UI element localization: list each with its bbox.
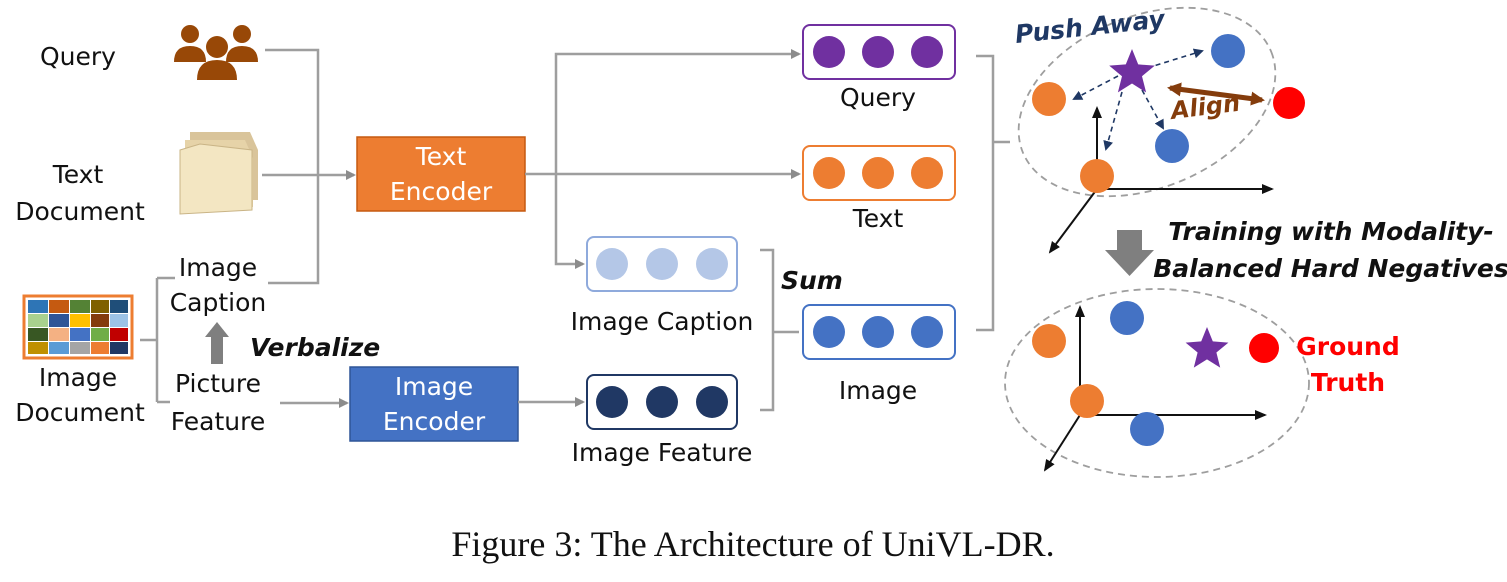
picture-feature-input-line2: Feature [171,407,265,436]
text-embedding-label: Text [852,204,904,233]
verbalize-label: Verbalize [250,333,380,362]
image-caption-embedding [586,236,738,292]
ground-truth-label-line1: Ground [1296,332,1400,361]
sum-bracket [760,248,799,412]
hard-negative-cluster-top [1017,6,1277,198]
image-document-label-line2: Document [15,398,145,427]
embedding-space-after-training [1004,288,1310,478]
query-embedding-label: Query [840,83,916,112]
image-encoder-label-line1: Image [395,372,473,401]
folder-icon [179,132,258,215]
push-arrow-to-mid-blue [1141,89,1164,130]
top-orange-point-bottom [1080,159,1114,193]
ground-truth-label-line2: Truth [1311,368,1385,397]
query-input-label: Query [40,42,116,71]
query-to-encoder-line [265,48,320,175]
photo-collage-icon [22,294,134,360]
embedding-space-before-training [1017,6,1305,254]
image-feature-embedding [586,374,738,430]
figure-caption: Figure 3: The Architecture of UniVL-DR. [451,524,1054,564]
training-down-arrow [1105,230,1154,276]
picture-feature-input-line1: Picture [175,369,261,398]
bottom-blue-point-lower [1130,412,1164,446]
top-blue-point-middle [1155,129,1189,163]
verbalize-up-arrow [205,322,229,364]
training-label-line2: Balanced Hard Negatives [1153,254,1507,283]
push-away-label: Push Away [1014,4,1168,49]
top-ground-truth-point [1273,87,1305,119]
text-document-label-line2: Document [15,197,145,226]
image-document-split-connector [140,276,175,404]
bottom-orange-point-axis [1070,384,1104,418]
bottom-query-star [1185,327,1229,368]
caption-to-encoder-line [268,175,320,285]
image-caption-input-line1: Image [179,253,257,282]
bottom-orange-point-left [1032,324,1066,358]
image-caption-input-line2: Caption [170,288,267,317]
image-encoder-box [349,366,519,442]
bottom-ground-truth-point [1249,333,1279,363]
image-caption-embedding-label: Image Caption [571,307,754,336]
top-blue-point-upper [1211,34,1245,68]
bottom-blue-point-top [1110,301,1144,335]
text-document-label-line1: Text [52,160,104,189]
text-encoder-label-line1: Text [415,142,467,171]
top-query-star [1109,49,1155,93]
training-label-line1: Training with Modality- [1168,217,1494,246]
push-arrow-to-bottom-orange [1103,91,1123,151]
embeddings-to-space-bracket [976,54,1010,332]
align-arrow [1167,82,1265,106]
text-encoder-label-line2: Encoder [390,177,493,206]
image-feature-embedding-label: Image Feature [572,438,753,467]
hard-negative-cluster-bottom [1004,288,1310,478]
image-embedding-label: Image [839,376,917,405]
push-arrow-to-left-orange [1072,75,1119,100]
text-embedding [802,145,956,201]
push-arrow-to-top-blue [1146,48,1204,69]
text-encoder-output-to-query [554,49,801,174]
text-encoder-output-to-caption [554,174,585,269]
bottom-z-axis [1043,414,1081,472]
align-label: Align [1167,89,1241,125]
people-icon [174,25,258,80]
sum-label: Sum [781,266,843,295]
image-embedding [802,304,956,360]
top-orange-point-left [1032,82,1066,116]
image-document-label-line1: Image [39,363,117,392]
top-z-axis [1048,188,1098,254]
image-encoder-label-line2: Encoder [383,407,486,436]
query-embedding [802,24,956,80]
